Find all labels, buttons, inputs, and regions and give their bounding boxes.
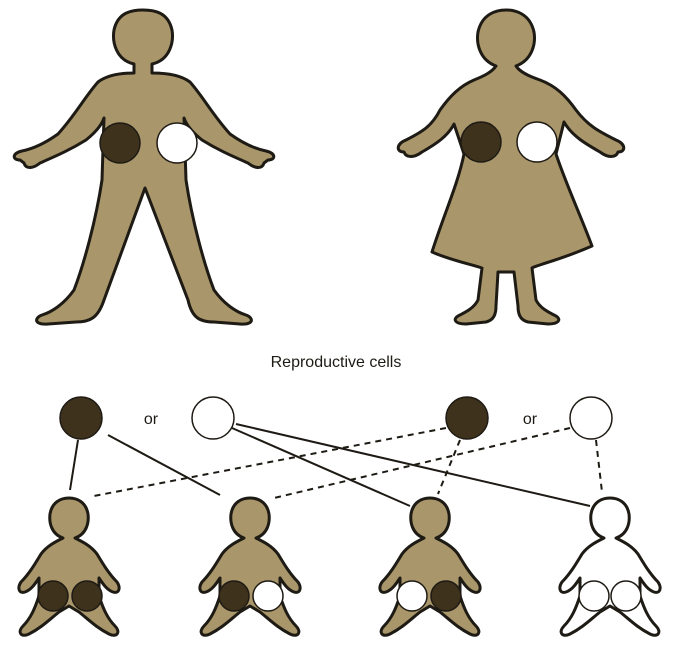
father-gamete-dark bbox=[60, 397, 102, 439]
line-mother-light-to-child-4 bbox=[596, 440, 602, 492]
offspring-4-body bbox=[560, 498, 660, 635]
inheritance-lines bbox=[70, 424, 602, 506]
mother-gamete-dark bbox=[446, 397, 488, 439]
offspring-1-allele-dark-a bbox=[38, 581, 68, 611]
mother-figure bbox=[398, 10, 624, 324]
father-figure bbox=[14, 10, 274, 324]
offspring-2 bbox=[200, 498, 300, 635]
gametes: or or bbox=[60, 397, 612, 439]
offspring-1-body bbox=[19, 498, 119, 635]
line-mother-dark-to-child-3 bbox=[438, 440, 460, 494]
mother-gamete-light bbox=[570, 397, 612, 439]
line-father-light-to-child-3 bbox=[232, 428, 410, 506]
or-label-right: or bbox=[523, 411, 538, 428]
offspring-4 bbox=[560, 498, 660, 635]
offspring-1-allele-dark-b bbox=[72, 581, 102, 611]
line-father-dark-to-child-1 bbox=[70, 440, 78, 490]
line-father-dark-to-child-2 bbox=[108, 435, 220, 495]
father-body bbox=[14, 10, 274, 324]
offspring-2-allele-dark bbox=[219, 581, 249, 611]
offspring-3 bbox=[380, 498, 480, 635]
offspring-3-allele-dark bbox=[431, 581, 461, 611]
mother-allele-dark bbox=[461, 122, 501, 162]
line-mother-light-to-child-2 bbox=[274, 428, 570, 498]
offspring-3-body bbox=[380, 498, 480, 635]
offspring-4-allele-light-b bbox=[611, 581, 641, 611]
mother-body bbox=[398, 10, 624, 324]
father-allele-dark bbox=[100, 123, 140, 163]
line-mother-dark-to-child-1 bbox=[94, 428, 446, 496]
mother-allele-light bbox=[517, 122, 557, 162]
or-label-left: or bbox=[144, 411, 159, 428]
reproductive-cells-label: Reproductive cells bbox=[271, 354, 402, 371]
offspring-2-body bbox=[200, 498, 300, 635]
offspring-3-allele-light bbox=[397, 581, 427, 611]
father-gamete-light bbox=[192, 397, 234, 439]
father-allele-light bbox=[157, 123, 197, 163]
offspring-4-allele-light-a bbox=[579, 581, 609, 611]
offspring-2-allele-light bbox=[253, 581, 283, 611]
offspring-1 bbox=[19, 498, 119, 635]
